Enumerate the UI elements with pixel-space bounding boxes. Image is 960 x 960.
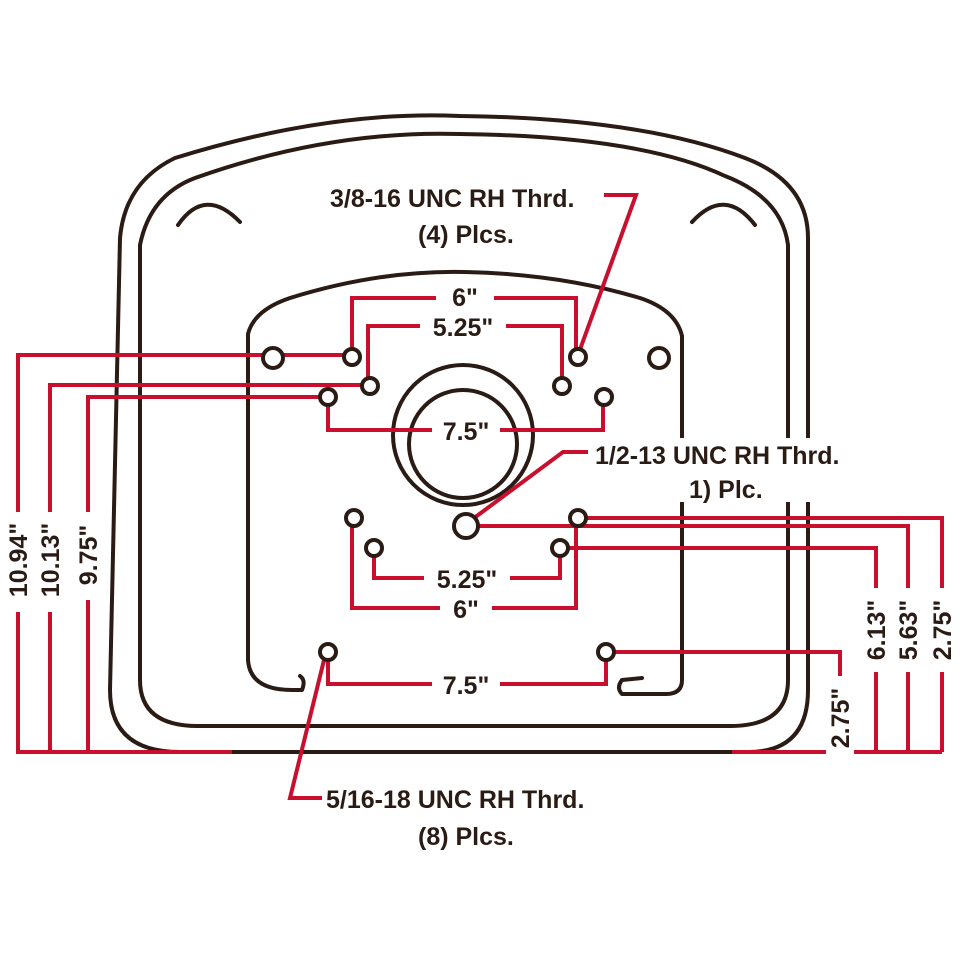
base-inner-contour [138, 131, 790, 728]
hole-corner-left [261, 346, 285, 370]
center-bore-outer [391, 363, 535, 507]
hole-516-mid-right [550, 538, 570, 558]
dim-right-275-outer-line [578, 516, 944, 752]
knock-mid-525 [424, 564, 510, 592]
knock-left-1094 [4, 512, 32, 612]
plate-contour [246, 269, 684, 696]
knock-center-thread [588, 438, 858, 502]
hole-516-top-inner-right [552, 376, 572, 396]
dim-top-75-label: 7.5" [443, 418, 490, 446]
hole-38-top-left [342, 347, 362, 367]
callout-center-thread-line2: 1) Plc. [689, 476, 763, 504]
dim-right-275-outer-label: 2.75" [929, 600, 957, 661]
knock-right-275-bottom [826, 676, 854, 760]
bolt-holes [261, 346, 671, 662]
leader-top-thread [576, 193, 639, 356]
dim-top-525-label: 5.25" [433, 314, 494, 342]
knock-left-1013 [36, 512, 64, 612]
callout-top-thread-line2: (4) Plcs. [418, 221, 514, 249]
knock-left-975 [74, 512, 102, 600]
knock-right-275-outer [928, 588, 956, 672]
knock-top-6 [436, 284, 494, 312]
hole-516-mid-left [364, 538, 384, 558]
knock-mid-6 [440, 594, 492, 622]
hole-38-mid-left [344, 508, 364, 528]
hole-38-mid-right [568, 508, 588, 528]
plate-left-side [246, 332, 306, 692]
knock-top-525 [420, 312, 506, 340]
dim-right-613-line [560, 546, 878, 752]
dim-bottom-75-label: 7.5" [443, 672, 490, 700]
dim-left-1094-line [16, 353, 352, 754]
hole-516-top-wide-left [318, 387, 338, 407]
callout-center-thread-line1: 1/2-13 UNC RH Thrd. [595, 442, 839, 470]
leader-center-thread [464, 450, 590, 526]
hole-516-bottom-right [596, 642, 616, 662]
knock-right-613 [862, 588, 890, 672]
dim-top-6-label: 6" [452, 284, 478, 312]
dim-mid-6-label: 6" [453, 596, 479, 624]
knock-right-563 [894, 588, 922, 672]
center-bore-inner [407, 388, 519, 500]
dim-mid-525-label: 5.25" [437, 566, 498, 594]
base-left-notch [176, 202, 242, 227]
dim-right-275-bottom-label: 2.75" [827, 688, 855, 749]
hole-516-top-inner-left [360, 376, 380, 396]
dim-left-975-label: 9.75" [75, 525, 103, 586]
dim-left-1013-line [48, 383, 368, 752]
dim-right-563-label: 5.63" [895, 600, 923, 661]
hole-38-top-right [568, 347, 588, 367]
callout-bottom-thread-line1: 5/16-18 UNC RH Thrd. [326, 786, 584, 814]
dim-left-1013-label: 10.13" [37, 523, 65, 597]
hole-12-center [452, 512, 480, 540]
leader-bottom-thread [287, 651, 328, 800]
dim-left-975-line [86, 395, 328, 752]
labels: 3/8-16 UNC RH Thrd. (4) Plcs. 1/2-13 UNC… [5, 185, 957, 851]
label-backgrounds [4, 284, 956, 760]
hole-516-bottom-left [318, 642, 338, 662]
hole-corner-right [647, 346, 671, 370]
knock-bottom-75 [432, 670, 500, 698]
hole-516-top-wide-right [594, 387, 614, 407]
base-right-notch [690, 202, 757, 227]
callout-bottom-thread-line2: (8) Plcs. [418, 823, 514, 851]
dim-right-613-label: 6.13" [863, 600, 891, 661]
dim-right-563-line [466, 524, 910, 752]
callout-top-thread-line1: 3/8-16 UNC RH Thrd. [330, 185, 574, 213]
knock-top-75 [432, 416, 500, 444]
dim-left-1094-label: 10.94" [5, 523, 33, 597]
dim-right-275-bottom-line [606, 650, 842, 752]
